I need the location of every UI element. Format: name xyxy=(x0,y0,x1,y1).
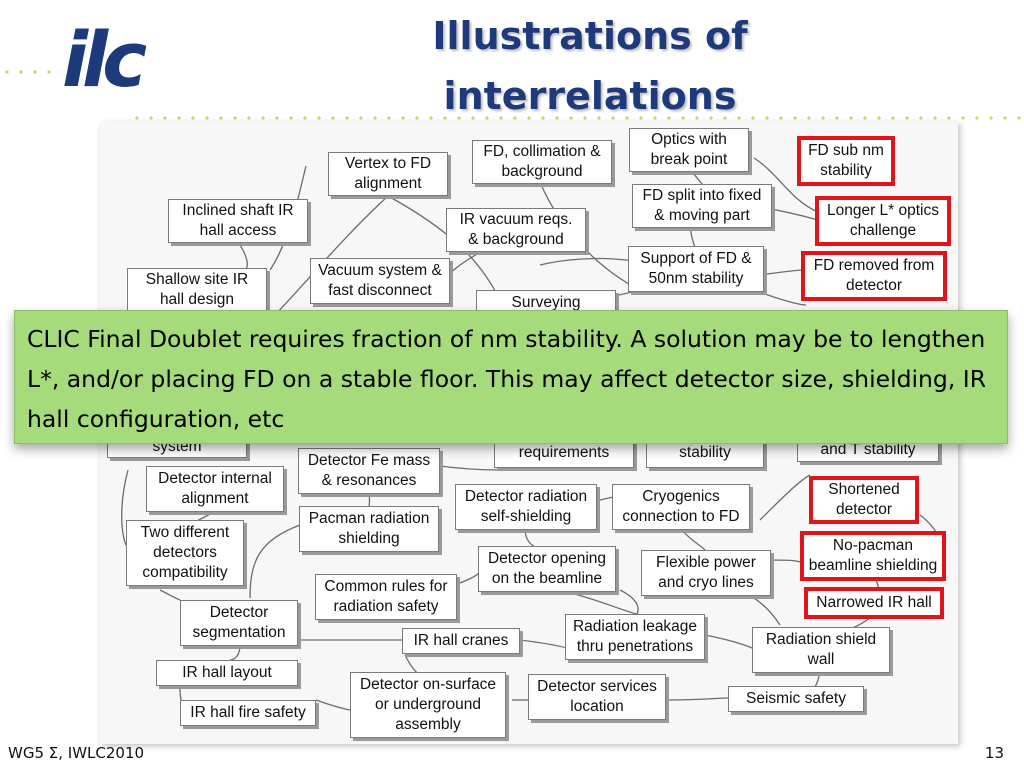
node-common-rules-radiation-safety: Common rules for radiation safety xyxy=(315,574,457,620)
node-detector-internal-alignment: Detector internal alignment xyxy=(146,466,284,512)
node-support-fd-50nm-stability: Support of FD & 50nm stability xyxy=(628,246,764,292)
footer-page-number: 13 xyxy=(984,744,1004,762)
decorative-dot-line-bottom xyxy=(130,116,1024,120)
node-vacuum-system-fast-disconnect: Vacuum system & fast disconnect xyxy=(310,258,450,304)
node-ir-hall-cranes: IR hall cranes xyxy=(402,628,520,654)
node-ir-vacuum-reqs-background: IR vacuum reqs. & background xyxy=(446,208,586,252)
node-ir-hall-fire-safety: IR hall fire safety xyxy=(180,700,316,726)
node-radiation-shield-wall: Radiation shield wall xyxy=(752,627,890,673)
node-detector-on-surface-underground-assembly: Detector on-surface or underground assem… xyxy=(350,672,506,738)
node-inclined-shaft-ir-hall-access: Inclined shaft IR hall access xyxy=(168,199,308,243)
node-radiation-leakage-penetrations: Radiation leakage thru penetrations xyxy=(565,614,705,660)
node-optics-break-point: Optics with break point xyxy=(629,128,749,172)
node-fd-removed-from-detector: FD removed from detector xyxy=(801,251,947,301)
node-detector-opening-beamline: Detector opening on the beamline xyxy=(478,546,616,592)
node-seismic-safety: Seismic safety xyxy=(728,686,864,712)
node-pacman-radiation-shielding: Pacman radiation shielding xyxy=(299,506,439,552)
node-fd-collimation-background: FD, collimation & background xyxy=(472,140,612,184)
node-two-different-detectors-compatibility: Two different detectors compatibility xyxy=(126,520,244,586)
node-shallow-site-ir-hall-design: Shallow site IR hall design xyxy=(127,268,267,312)
node-ir-hall-layout: IR hall layout xyxy=(156,660,298,686)
node-detector-services-location: Detector services location xyxy=(528,674,666,720)
node-detector-segmentation: Detector segmentation xyxy=(180,600,298,646)
node-flexible-power-cryo-lines: Flexible power and cryo lines xyxy=(641,550,771,596)
callout-text-box: CLIC Final Doublet requires fraction of … xyxy=(14,310,1008,444)
node-detector-fe-mass-resonances: Detector Fe mass & resonances xyxy=(298,448,440,494)
decorative-dot-line-top xyxy=(0,70,62,74)
node-detector-radiation-self-shielding: Detector radiation self-shielding xyxy=(455,484,597,530)
node-narrowed-ir-hall: Narrowed IR hall xyxy=(804,587,944,619)
node-shortened-detector: Shortened detector xyxy=(809,476,919,524)
node-cryogenics-connection-fd: Cryogenics connection to FD xyxy=(612,484,750,530)
footer-conference-label: WG5 Σ, IWLC2010 xyxy=(8,744,145,762)
node-longer-l-star-optics-challenge: Longer L* optics challenge xyxy=(815,196,951,246)
slide-title: Illustrations of interrelations xyxy=(432,14,748,118)
node-fd-split-fixed-moving: FD split into fixed & moving part xyxy=(632,184,772,228)
node-fd-sub-nm-stability: FD sub nm stability xyxy=(797,136,895,186)
node-no-pacman-beamline-shielding: No-pacman beamline shielding xyxy=(800,531,946,581)
ilc-logo: ilc xyxy=(62,15,147,104)
node-vertex-fd-alignment: Vertex to FD alignment xyxy=(328,152,448,196)
